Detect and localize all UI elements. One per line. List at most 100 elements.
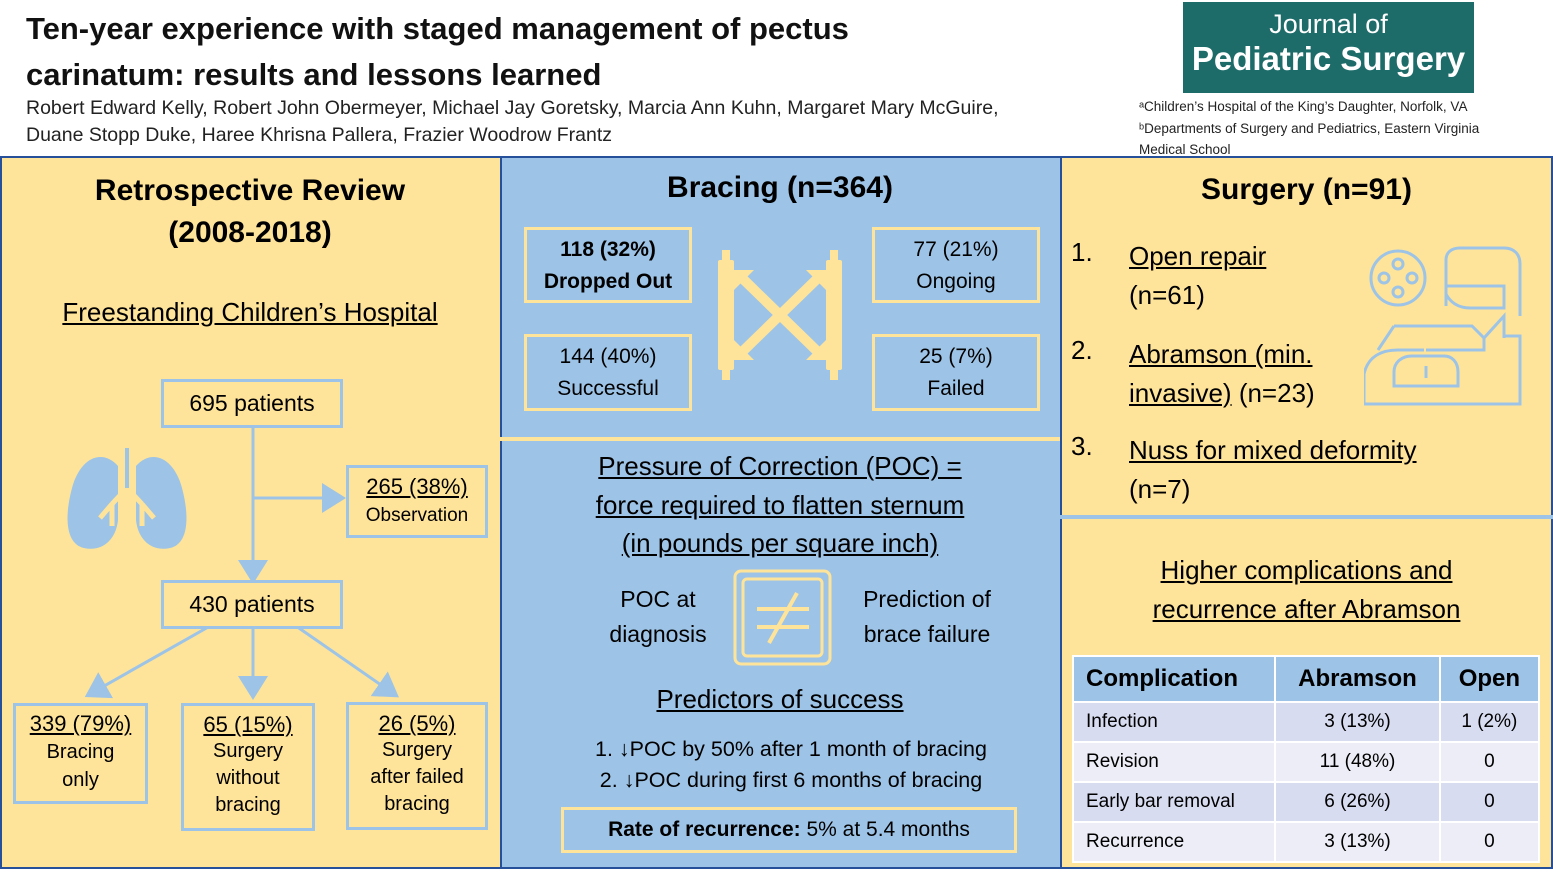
recurrence-label: Rate of recurrence:: [608, 818, 801, 841]
dropped-out-label: Dropped Out: [543, 270, 673, 293]
dropped-out-value: 118 (32%): [560, 238, 656, 261]
row-open: 0: [1438, 781, 1541, 823]
bracing-only-value: 339 (79%): [29, 711, 132, 736]
surgery-without-label-3: bracing: [215, 794, 281, 816]
surgery-after-failed-label-1: Surgery: [381, 739, 453, 761]
open-repair-label: Open repair: [1129, 241, 1267, 271]
ongoing-value: 77 (21%): [913, 238, 999, 261]
recurrence-value: 5% at 5.4 months: [800, 818, 970, 841]
row-name: Infection: [1071, 701, 1277, 743]
poc-divider: [500, 437, 1062, 441]
poster-title: Ten-year experience with staged manageme…: [26, 6, 1026, 98]
box-ongoing: 77 (21%) Ongoing: [872, 227, 1040, 303]
col-abramson: Abramson: [1274, 655, 1441, 703]
box-successful: 144 (40%) Successful: [524, 334, 692, 411]
prediction-line-2: brace failure: [863, 621, 991, 647]
predictor-2: 2. ↓POC during first 6 months of bracing: [599, 768, 983, 792]
open-repair-count: (n=61): [1129, 279, 1205, 310]
arrow-to-bracing: [84, 624, 211, 699]
affiliation-a: ᵃChildren’s Hospital of the King’s Daugh…: [1139, 99, 1468, 114]
authors-line-2: Duane Stopp Duke, Haree Khrisna Pallera,…: [26, 124, 612, 146]
surgery-item-3-number: 3.: [1071, 431, 1093, 461]
table-row: Recurrence 3 (13%) 0: [1071, 821, 1541, 863]
failed-label: Failed: [927, 377, 985, 400]
row-open: 0: [1438, 821, 1541, 863]
row-open: 1 (2%): [1438, 701, 1541, 743]
surgery-without-value: 65 (15%): [203, 712, 293, 737]
row-name: Recurrence: [1071, 821, 1277, 863]
affiliations: ᵃChildren’s Hospital of the King’s Daugh…: [1139, 96, 1539, 161]
box-430-patients: 430 patients: [161, 580, 343, 629]
arrow-to-failed: [295, 624, 399, 698]
poc-definition-line-1: Pressure of Correction (POC) =: [598, 451, 962, 481]
brace-arrows-icon: [718, 250, 842, 380]
successful-value: 144 (40%): [559, 345, 657, 368]
predictors-heading: Predictors of success: [656, 684, 904, 714]
row-abramson: 6 (26%): [1274, 781, 1441, 823]
retrospective-heading-line-2: (2008-2018): [168, 216, 332, 249]
observation-label: Observation: [365, 505, 469, 526]
hospital-subheading: Freestanding Children’s Hospital: [62, 297, 438, 327]
bracing-heading: Bracing (n=364): [667, 171, 893, 204]
col-open: Open: [1438, 655, 1541, 703]
surgery-item-1: Open repair (n=61): [1129, 237, 1266, 314]
surgery-after-failed-value: 26 (5%): [378, 711, 456, 736]
surgery-without-label-2: without: [216, 767, 280, 789]
flow-arrows: [84, 426, 399, 700]
authors: Robert Edward Kelly, Robert John Obermey…: [26, 95, 1106, 149]
table-row: Early bar removal 6 (26%) 0: [1071, 781, 1541, 823]
journal-logo: Journal of Pediatric Surgery: [1183, 2, 1474, 93]
abramson-count: (n=23): [1231, 377, 1315, 408]
predictor-1: 1. ↓POC by 50% after 1 month of bracing: [595, 737, 987, 761]
box-surgery-without-bracing: 65 (15%) Surgery without bracing: [181, 703, 315, 831]
complications-heading-line-1: Higher complications and: [1160, 555, 1453, 585]
poc-definition-line-3: (in pounds per square inch): [621, 528, 939, 558]
successful-label: Successful: [557, 377, 659, 400]
nuss-label: Nuss for mixed deformity: [1129, 435, 1417, 465]
journal-line-2: Pediatric Surgery: [1191, 40, 1466, 77]
affiliation-b-line-2: Medical School: [1139, 142, 1231, 157]
surgery-heading: Surgery (n=91): [1201, 173, 1412, 206]
title-line-2: carinatum: results and lessons learned: [26, 57, 602, 92]
box-failed: 25 (7%) Failed: [872, 334, 1040, 411]
complications-table: Complication Abramson Open Infection 3 (…: [1071, 655, 1541, 863]
observation-value: 265 (38%): [366, 474, 468, 499]
nuss-count: (n=7): [1129, 473, 1191, 504]
row-abramson: 3 (13%): [1274, 701, 1441, 743]
table-row: Revision 11 (48%) 0: [1071, 741, 1541, 783]
row-abramson: 11 (48%): [1274, 741, 1441, 783]
affiliation-b-line-1: ᵇDepartments of Surgery and Pediatrics, …: [1139, 120, 1480, 136]
predictors-list: 1. ↓POC by 50% after 1 month of bracing …: [500, 734, 1082, 796]
abramson-label-b: invasive): [1129, 377, 1232, 408]
bracing-only-label-1: Bracing: [46, 741, 115, 763]
surgery-item-1-number: 1.: [1071, 237, 1093, 267]
box-dropped-out: 118 (32%) Dropped Out: [524, 227, 692, 303]
retrospective-heading: Retrospective Review (2008-2018): [0, 170, 500, 254]
poc-definition: Pressure of Correction (POC) = force req…: [500, 447, 1060, 563]
complications-heading-line-2: recurrence after Abramson: [1152, 593, 1461, 624]
prediction-of-failure: Prediction of brace failure: [842, 582, 1012, 652]
row-name: Early bar removal: [1071, 781, 1277, 823]
ongoing-label: Ongoing: [916, 270, 996, 293]
complications-heading: Higher complications and recurrence afte…: [1060, 551, 1553, 628]
lungs-icon: [67, 448, 187, 549]
box-695-patients: 695 patients: [161, 379, 343, 428]
retrospective-heading-line-1: Retrospective Review: [94, 174, 406, 207]
recurrence-rate-box: Rate of recurrence: 5% at 5.4 months: [561, 807, 1017, 853]
title-line-1: Ten-year experience with staged manageme…: [26, 11, 849, 46]
table-row: Infection 3 (13%) 1 (2%): [1071, 701, 1541, 743]
box-surgery-after-failed: 26 (5%) Surgery after failed bracing: [346, 702, 488, 830]
surgeon-icon: [1364, 246, 1522, 406]
not-equal-icon: [733, 569, 832, 666]
surgery-item-2: Abramson (min. invasive) (n=23): [1129, 335, 1315, 412]
surgery-after-failed-label-2: after failed: [370, 766, 464, 788]
row-abramson: 3 (13%): [1274, 821, 1441, 863]
surgery-panel: [1060, 156, 1553, 519]
poc-definition-line-2: force required to flatten sternum: [595, 489, 965, 520]
col-complication: Complication: [1071, 655, 1277, 703]
row-name: Revision: [1071, 741, 1277, 783]
box-observation: 265 (38%) Observation: [346, 465, 488, 538]
surgery-without-label-1: Surgery: [212, 740, 284, 762]
surgery-item-3: Nuss for mixed deformity (n=7): [1129, 431, 1417, 508]
poc-at-diagnosis-line-2: diagnosis: [609, 621, 707, 647]
